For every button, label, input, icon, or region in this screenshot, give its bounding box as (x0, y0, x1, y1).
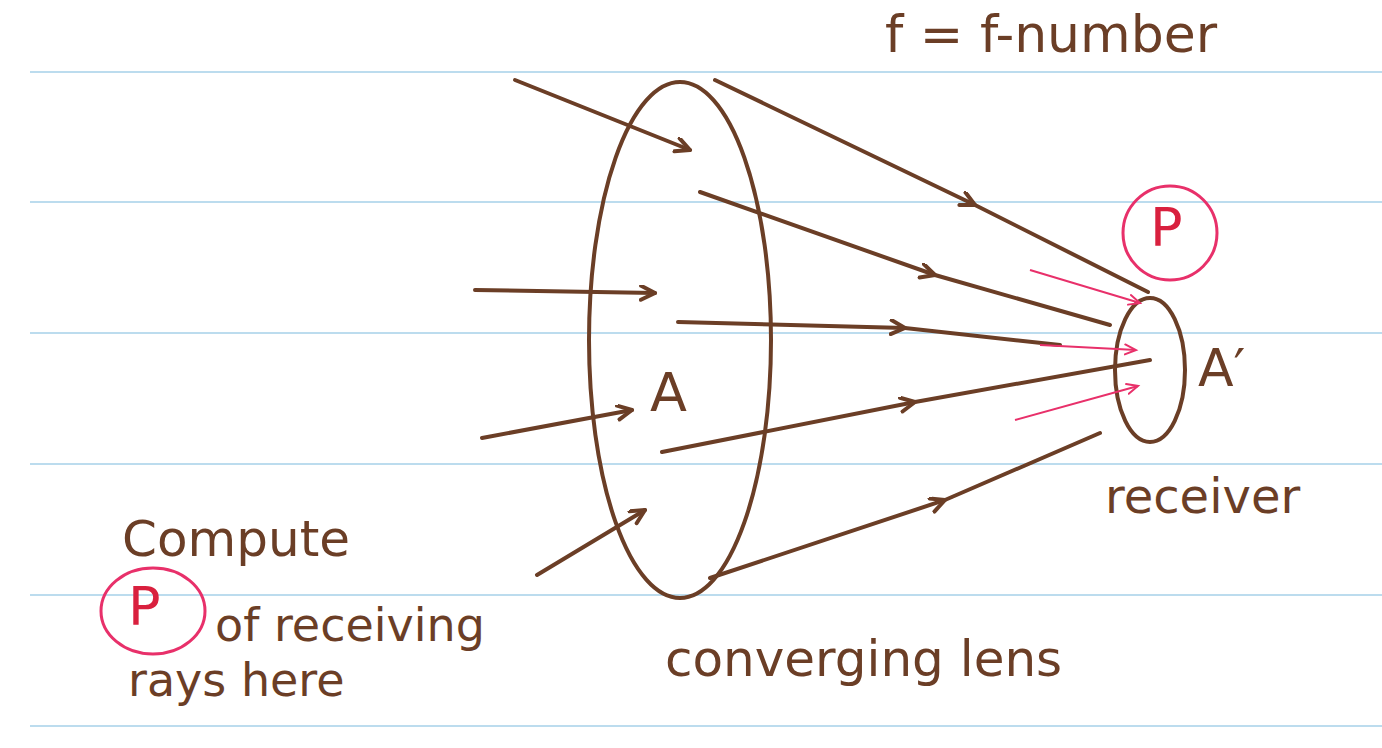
formula-note: f = f-number (885, 6, 1217, 63)
circled-symbol: P (1120, 183, 1220, 283)
node-text: P (1150, 198, 1183, 257)
note-text: of receiving rays here (128, 598, 518, 708)
part-name: converging lens (665, 632, 1062, 687)
node-outline (585, 78, 775, 602)
node-text: A (650, 363, 687, 422)
circled-symbol: P (98, 565, 208, 657)
part-name: A′ (1198, 340, 1245, 397)
note-text: Compute (122, 512, 350, 567)
part-name: receiver (1105, 470, 1300, 523)
lens-ellipse: A (585, 78, 775, 602)
node-text: P (128, 577, 161, 636)
